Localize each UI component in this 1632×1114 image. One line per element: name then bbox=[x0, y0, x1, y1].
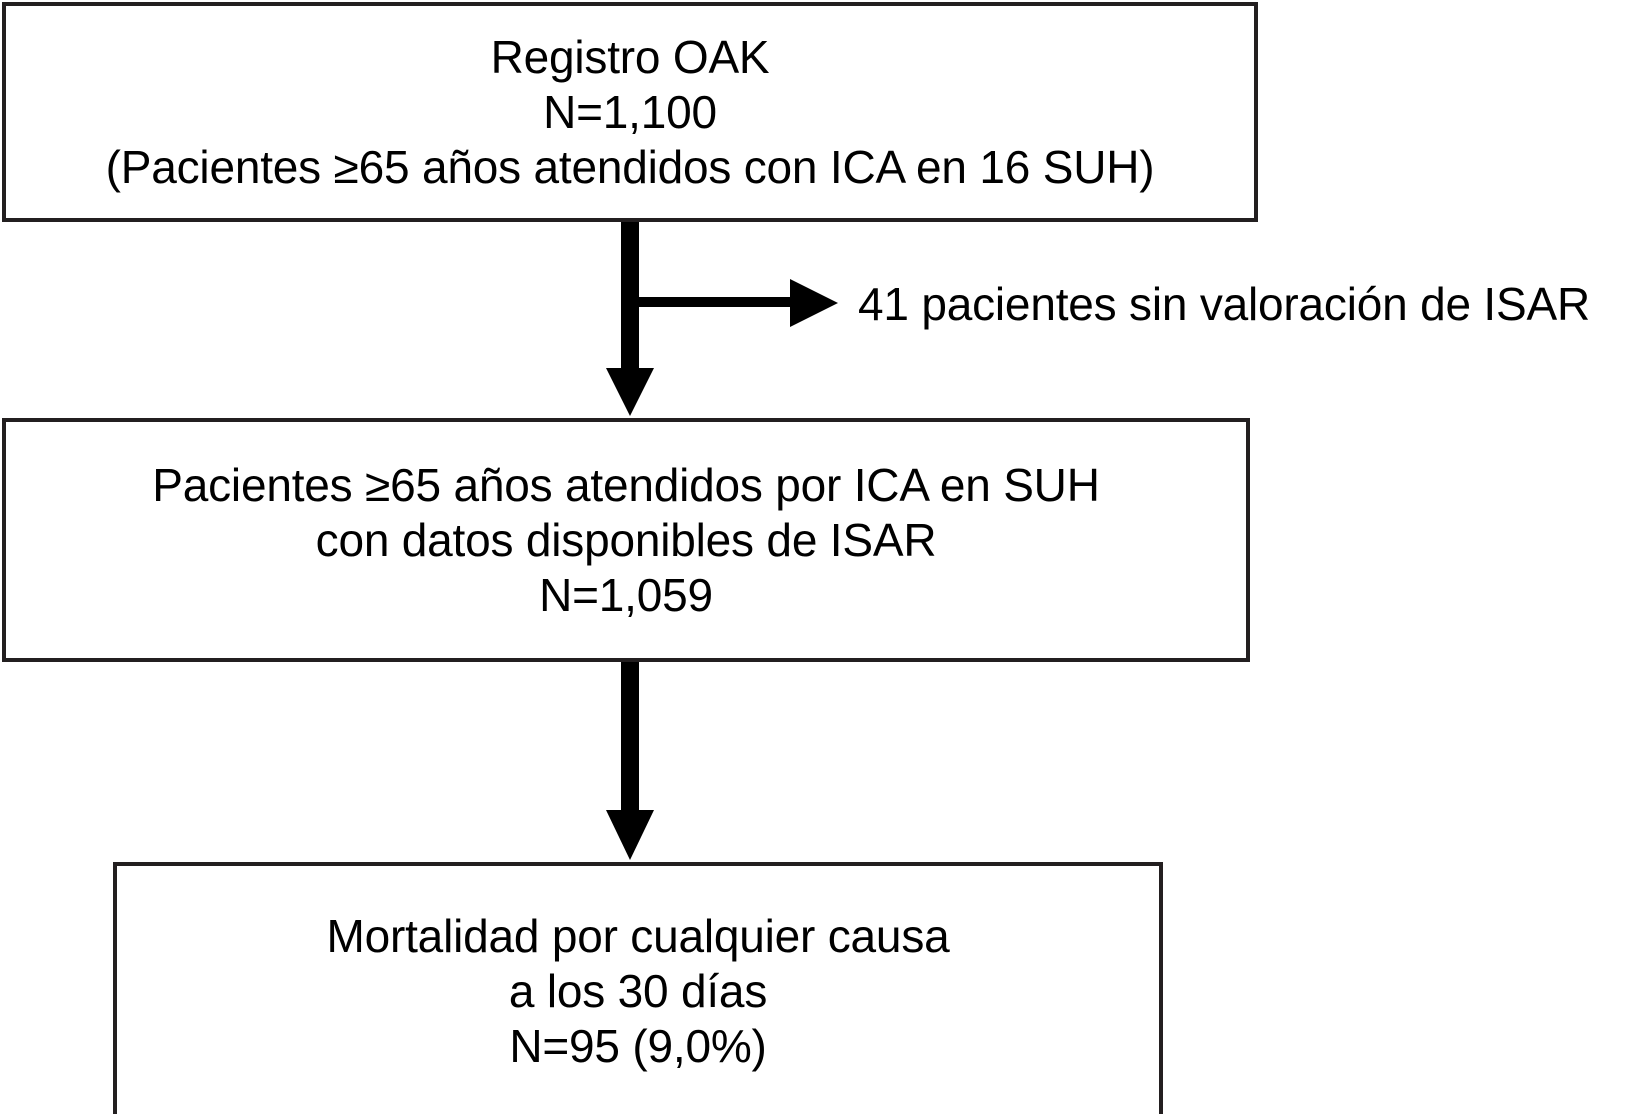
node-mortalidad-30-dias: Mortalidad por cualquier causa a los 30 … bbox=[113, 862, 1163, 1114]
node-registro-oak: Registro OAK N=1,100 (Pacientes ≥65 años… bbox=[2, 2, 1258, 222]
node-pacientes-con-isar-line-1: Pacientes ≥65 años atendidos por ICA en … bbox=[152, 458, 1100, 511]
node-mortalidad-30-dias-line-1: Mortalidad por cualquier causa bbox=[326, 909, 950, 962]
arrow-registro-to-isar bbox=[606, 218, 654, 416]
node-mortalidad-30-dias-line-3: N=95 (9,0%) bbox=[509, 1019, 767, 1072]
exclusion-label-sin-valoracion-isar: 41 pacientes sin valoración de ISAR bbox=[858, 278, 1590, 330]
node-pacientes-con-isar-line-3: N=1,059 bbox=[539, 568, 713, 621]
node-mortalidad-30-dias-line-2: a los 30 días bbox=[508, 964, 768, 1017]
node-pacientes-con-isar-line-2: con datos disponibles de ISAR bbox=[315, 513, 937, 566]
node-pacientes-con-isar: Pacientes ≥65 años atendidos por ICA en … bbox=[2, 418, 1250, 662]
node-registro-oak-line-1: Registro OAK bbox=[490, 30, 770, 83]
arrow-isar-to-mortalidad bbox=[606, 660, 654, 860]
arrow-registro-to-exclusion bbox=[630, 279, 838, 327]
node-registro-oak-line-3: (Pacientes ≥65 años atendidos con ICA en… bbox=[105, 140, 1155, 193]
node-registro-oak-line-2: N=1,100 bbox=[543, 85, 717, 138]
